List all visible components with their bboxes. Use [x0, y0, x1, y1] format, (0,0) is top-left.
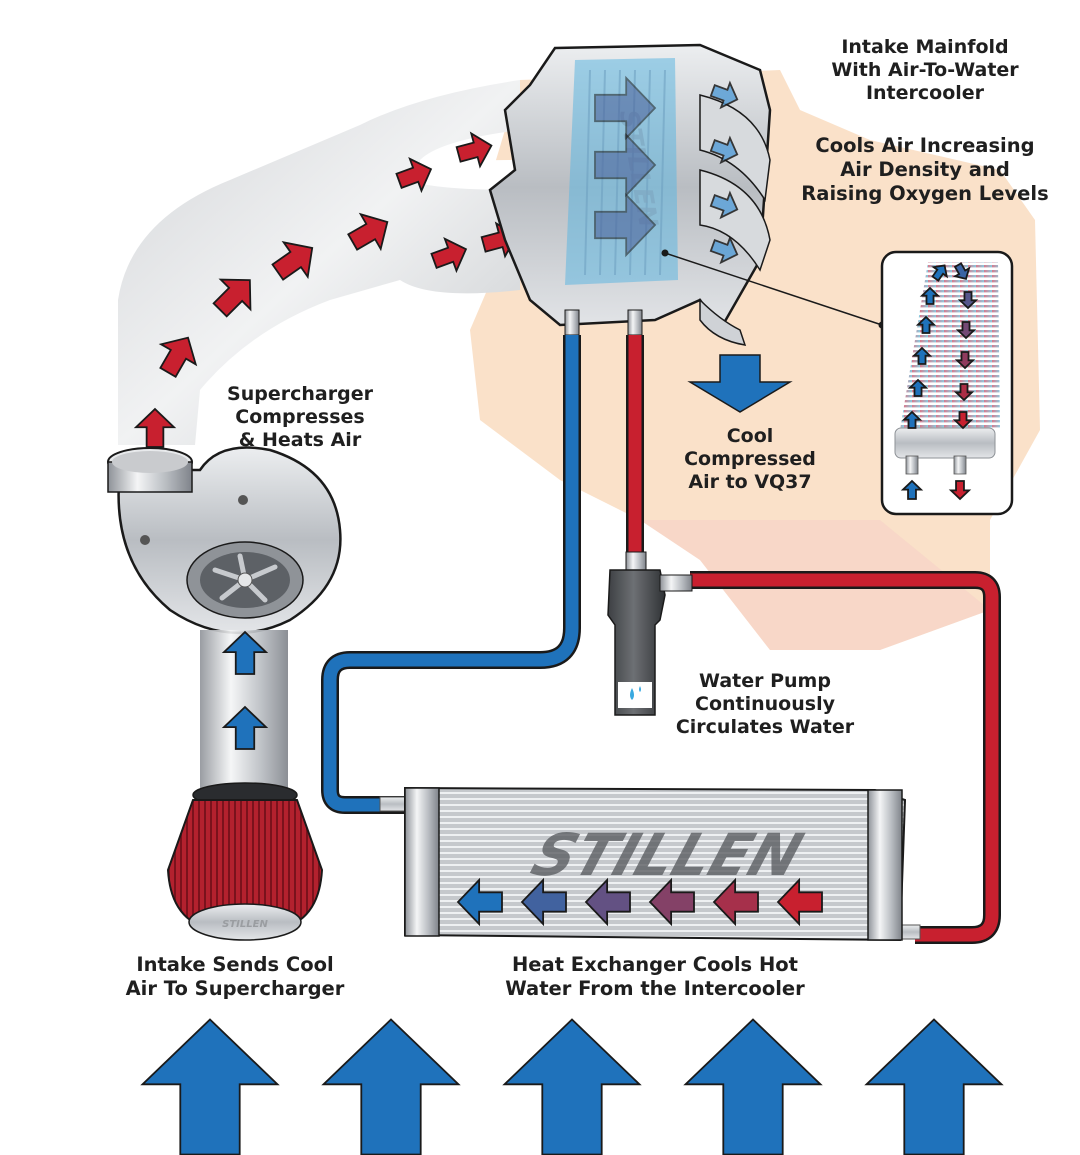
water-drop-icon	[630, 688, 634, 700]
hot-air-arrow	[212, 278, 252, 318]
label-line: Intake Sends Cool	[136, 953, 334, 976]
heat-exchanger-arrow	[456, 877, 503, 927]
manifold-air-arrows	[594, 75, 739, 265]
callout-line	[664, 252, 883, 326]
ambient-airflow-arrows	[140, 1018, 1004, 1155]
hot-air-arrow	[133, 407, 177, 448]
hx-right-tank	[867, 789, 903, 941]
water-hoses	[321, 335, 1001, 944]
heat-exchanger-arrow	[648, 877, 695, 927]
manifold-outlet-arrow	[709, 235, 739, 265]
heat-exchanger-arrow	[712, 877, 759, 927]
ambient-airflow-arrow	[321, 1018, 461, 1155]
label-line: Circulates Water	[675, 716, 855, 739]
inset-outlet-arrow	[948, 480, 972, 501]
label-line: Raising Oxygen Levels	[801, 181, 1049, 205]
inset-down-arrow	[952, 411, 974, 430]
inset-down-arrow	[954, 351, 976, 370]
ambient-airflow-arrow	[864, 1018, 1004, 1155]
label-line: Intercooler	[865, 82, 985, 105]
heat-exchanger: STILLEN	[379, 786, 921, 942]
inset-down-arrow	[955, 321, 977, 340]
heat-exchanger-arrow	[776, 877, 823, 927]
label-line: & Heats Air	[238, 429, 362, 452]
label-line: Heat Exchanger Cools Hot	[511, 953, 798, 976]
hot-air-arrows	[133, 131, 518, 448]
heat-exchanger-arrow	[520, 877, 567, 927]
hx-logo: STILLEN	[523, 822, 810, 889]
inset-up-arrow	[931, 264, 949, 282]
label-line: Compresses	[235, 406, 365, 429]
intake-air-arrows	[221, 630, 269, 750]
label-cool-compressed-air: Cool Compressed Air to VQ37	[665, 425, 835, 495]
label-line: Water Pump	[699, 670, 831, 692]
hot-air-arrow	[455, 131, 493, 169]
hot-air-arrow	[347, 212, 389, 252]
ambient-airflow-arrow	[502, 1018, 642, 1155]
cool-water-hose	[323, 335, 579, 812]
inset-up-arrow	[911, 346, 933, 365]
label-intake-manifold: Intake Mainfold With Air-To-Water Interc…	[790, 36, 1060, 106]
intercooler-inset	[880, 250, 1014, 516]
label-line: Air To Supercharger	[125, 976, 345, 1000]
label-line: Continuously	[695, 693, 835, 716]
label-water-pump: Water Pump Continuously Circulates Water	[660, 670, 870, 740]
hot-air-arrow	[395, 156, 433, 194]
label-line: Water From the Intercooler	[505, 976, 805, 1000]
manifold-outlet-arrow	[709, 80, 739, 110]
label-line: With Air-To-Water	[831, 59, 1019, 82]
hot-water-hose-lower	[690, 573, 999, 942]
label-heat-exchanger: Heat Exchanger Cools Hot Water From the …	[480, 953, 830, 1001]
manifold-outlet-arrow	[709, 135, 739, 165]
water-pump	[607, 551, 693, 716]
label-line: Air to VQ37	[688, 471, 812, 494]
label-intake: Intake Sends Cool Air To Supercharger	[105, 953, 365, 1001]
heat-exchanger-arrows	[456, 877, 823, 927]
inset-inlet-arrow	[900, 479, 924, 500]
label-line: Compressed	[684, 448, 816, 471]
label-line: Cool	[726, 425, 774, 447]
callout-dot-manifold	[661, 249, 669, 257]
hot-air-arrow	[430, 236, 468, 274]
inset-flow-arrows	[900, 262, 979, 501]
manifold-air-arrow	[594, 132, 657, 198]
cool-air-out-arrow	[687, 354, 793, 413]
label-line: Supercharger	[227, 383, 373, 405]
inset-down-arrow	[957, 291, 979, 310]
heat-exchanger-arrow	[584, 877, 631, 927]
manifold-outlet-arrow	[709, 190, 739, 220]
label-cools-air: Cools Air Increasing Air Density and Rai…	[780, 134, 1070, 205]
hx-left-tank	[404, 787, 440, 937]
label-supercharger: Supercharger Compresses & Heats Air	[205, 383, 395, 453]
hot-air-arrow	[158, 336, 198, 378]
manifold-air-arrow	[594, 192, 657, 258]
filter-logo: STILLEN	[222, 919, 268, 930]
label-line: Cools Air Increasing	[815, 134, 1035, 157]
supercharger	[107, 446, 342, 635]
label-line: Intake Mainfold	[841, 36, 1009, 58]
inset-down-arrow	[953, 383, 975, 402]
inset-up-arrow	[919, 286, 941, 305]
inset-up-arrow	[901, 410, 923, 429]
intake-air-arrow	[221, 705, 269, 750]
label-line: Air Density and	[840, 157, 1010, 181]
inset-up-arrow	[907, 378, 929, 397]
air-filter: STILLEN	[166, 782, 324, 941]
inset-up-arrow	[915, 315, 937, 334]
ambient-airflow-arrow	[140, 1018, 280, 1155]
intake-air-arrow	[221, 630, 269, 675]
ambient-airflow-arrow	[683, 1018, 823, 1155]
inset-down-arrow	[952, 262, 971, 281]
hot-air-arrow	[271, 240, 314, 281]
